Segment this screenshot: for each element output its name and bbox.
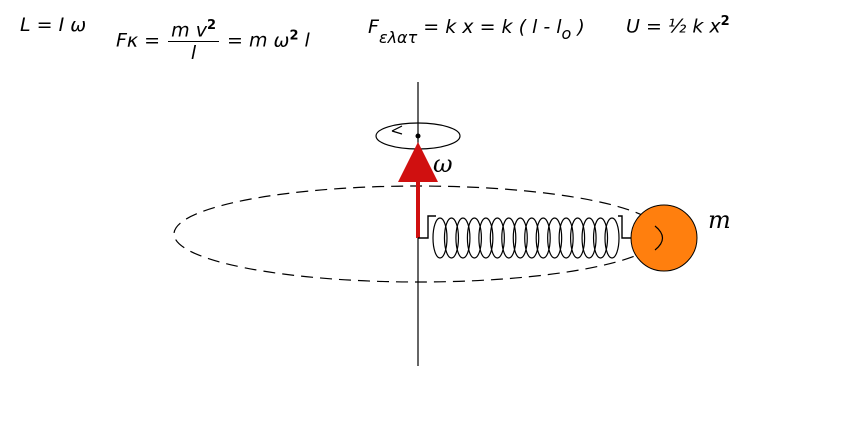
spring-coil <box>558 217 574 259</box>
formula-spring-energy: U = ½ k x2 <box>626 14 730 37</box>
spring-coil <box>512 217 528 259</box>
spring-coil <box>524 217 540 259</box>
centripetal-num-text: m v <box>171 19 207 42</box>
spring-coil <box>604 217 620 259</box>
mass-ball <box>630 204 698 272</box>
formula-elastic-force: Fελατ = k x = k ( l - lo ) <box>368 16 585 47</box>
centripetal-rhs-exp: 2 <box>289 28 299 44</box>
spring-coil <box>455 217 471 259</box>
spring-coil <box>547 217 563 259</box>
spring-left-connector <box>418 215 436 239</box>
energy-text: U = ½ k x <box>626 15 721 38</box>
angular-momentum-text: L = I ω <box>20 14 87 36</box>
centripetal-fraction: m v2 l <box>168 18 219 64</box>
mass-label: m <box>708 206 731 234</box>
centripetal-denominator: l <box>168 41 219 64</box>
spring-coil <box>592 217 609 259</box>
spring-coils <box>432 217 620 259</box>
centripetal-rhs-tail: l <box>298 29 310 52</box>
rotation-indicator-arrowhead <box>391 125 403 135</box>
elastic-rhs: = k x = k ( l - l <box>423 16 562 38</box>
centripetal-numerator: m v2 <box>168 18 219 41</box>
elastic-subscript: ελατ <box>378 28 418 47</box>
spring-coil <box>501 217 517 259</box>
spring-coil <box>478 217 494 259</box>
spring-coil <box>466 217 482 259</box>
elastic-f: F <box>368 16 379 38</box>
spring-coil <box>581 217 597 259</box>
spring-coil <box>432 217 448 259</box>
axis-top-dot <box>415 133 421 139</box>
spring-coil <box>535 217 551 259</box>
spring-right-connector <box>618 215 636 239</box>
elastic-close: ) <box>571 16 585 38</box>
formula-angular-momentum: L = I ω <box>20 14 86 36</box>
centripetal-rhs: = m ω <box>227 29 290 52</box>
omega-label: ω <box>433 150 453 178</box>
formula-centripetal-force: Fκ = m v2 l = m ω2 l <box>116 18 310 64</box>
elastic-subscript-o: o <box>561 24 572 43</box>
centripetal-num-exp: 2 <box>206 18 216 33</box>
spring-coil <box>489 217 505 259</box>
spring-coil <box>443 217 460 259</box>
spring-end-hook <box>654 225 664 251</box>
centripetal-lhs: Fκ = <box>116 29 161 52</box>
spring-coil <box>569 217 586 259</box>
energy-exp: 2 <box>720 14 730 29</box>
